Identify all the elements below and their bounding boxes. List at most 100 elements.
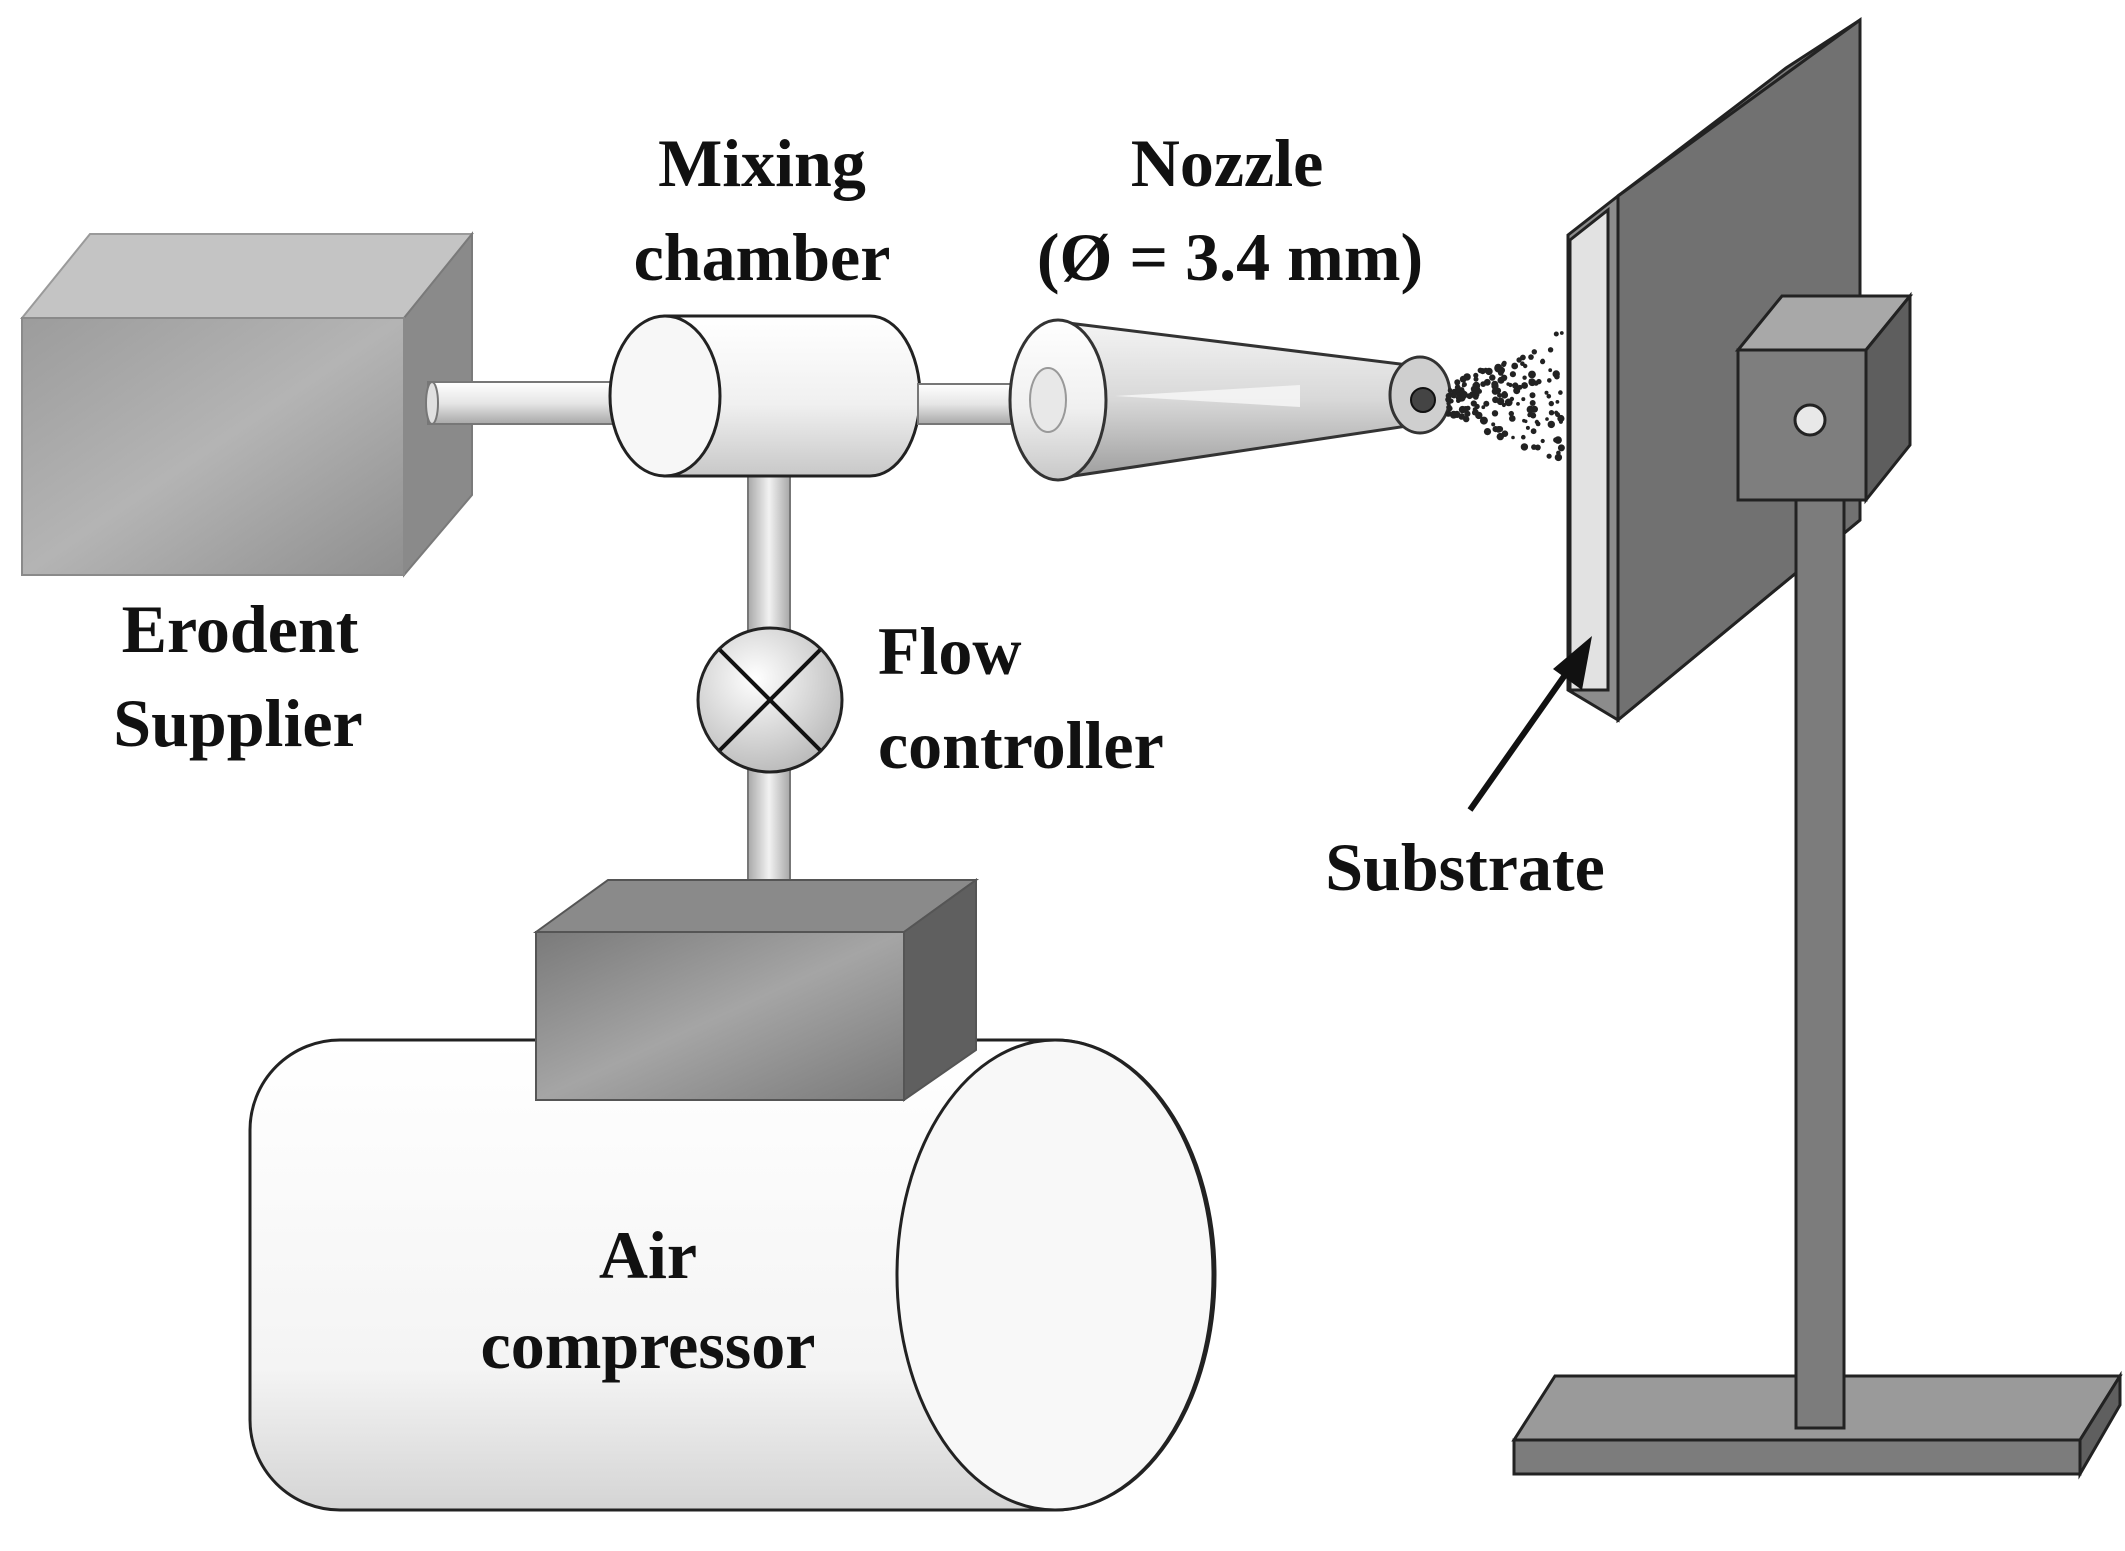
spray-particle [1511,362,1519,370]
spray-particle [1470,400,1477,407]
spray-particle [1547,347,1554,353]
spray-particle [1517,384,1523,390]
spray-particle [1472,408,1479,416]
flow-controller-valve [696,626,844,774]
air-compressor-tank [248,1038,1217,1512]
label-air-line1: Air [599,1217,697,1293]
spray-particle [1516,402,1520,406]
spray-particle [1479,416,1488,425]
spray-particle [1461,382,1467,387]
spray-particle [1497,376,1505,384]
spray-particle [1498,426,1503,431]
spray-particle [1512,382,1519,389]
substrate-arrow [1467,636,1592,812]
spray-particle [1492,426,1499,433]
spray-particle [1496,432,1505,441]
spray-particle [1534,419,1540,425]
spray-particle [1558,419,1563,424]
spray-particle [1531,444,1537,450]
spray-particle [1456,397,1461,402]
label-controller-line2: controller [878,707,1164,783]
spray-particle [1464,410,1471,417]
spray-particle [1516,357,1522,363]
spray-particle [1459,375,1467,383]
spray-particle [1540,359,1546,365]
spray-particle [1511,435,1515,440]
spray-particle [1545,417,1549,421]
spray-particle [1556,450,1561,456]
spray-particle [1459,389,1466,396]
spray-particle [1528,370,1536,379]
spray-particle [1548,410,1555,416]
spray-particle [1508,410,1515,417]
spray-particle [1494,363,1503,372]
spray-particle [1536,378,1542,385]
label-nozzle-line1: Nozzle [1131,125,1324,201]
spray-particle [1559,331,1564,335]
spray-particle [1521,382,1528,389]
spray-particle [1447,405,1453,412]
particle-spray [1445,331,1565,462]
spray-particle [1509,415,1516,422]
spray-particle [1454,413,1460,419]
spray-particle [1491,387,1499,395]
label-air-compressor: Air compressor [481,1217,816,1383]
spray-particle [1521,434,1526,440]
spray-particle [1555,400,1560,404]
spray-particle [1465,405,1471,411]
spray-particle [1447,388,1453,393]
spray-particle [1491,410,1499,417]
spray-particle [1547,378,1552,383]
spray-particle [1544,390,1549,395]
label-flow-controller: Flow controller [878,613,1164,783]
spray-particle [1528,354,1534,360]
spray-particle [1497,392,1502,398]
spray-particle [1497,370,1504,376]
spray-particle [1489,374,1496,381]
spray-particle [1491,382,1499,390]
spray-particle [1523,363,1528,369]
spray-particle [1451,388,1458,395]
spray-particle [1554,410,1559,415]
spray-particle [1521,397,1526,402]
spray-particle [1473,372,1479,378]
spray-particle [1531,405,1538,413]
spray-particle [1528,378,1533,383]
spray-particle [1458,405,1467,414]
nozzle [1008,318,1452,482]
label-supplier-line2: Supplier [113,685,362,761]
label-erodent-supplier: Erodent Supplier [113,591,362,761]
spray-particle [1554,436,1562,444]
spray-particle [1480,381,1487,387]
spray-particle [1491,422,1496,427]
spray-particle [1558,390,1563,395]
compressor-motor-box [532,878,980,1102]
spray-particle [1522,375,1527,380]
spray-particle [1520,443,1529,451]
spray-particle [1546,394,1552,399]
spray-particle [1483,400,1490,407]
label-substrate: Substrate [1325,829,1605,905]
spray-particle [1557,444,1565,452]
spray-particle [1473,376,1479,382]
label-mixing-line1: Mixing [658,125,866,201]
mixing-chamber [608,314,922,478]
spray-particle [1501,361,1507,367]
spray-particle [1509,371,1516,378]
spray-particle [1477,367,1484,374]
label-nozzle: Nozzle (Ø = 3.4 mm) [1037,125,1423,295]
label-compressor-line2: compressor [481,1307,816,1383]
spray-particle [1548,368,1553,373]
label-erodent-line1: Erodent [122,591,359,667]
spray-particle [1506,382,1510,386]
spray-particle [1445,410,1452,417]
label-nozzle-diameter: (Ø = 3.4 mm) [1037,219,1423,295]
spray-particle [1557,414,1565,423]
spray-particle [1527,412,1533,418]
spray-particle [1472,385,1481,394]
spray-particle [1445,396,1451,403]
substrate [1568,206,1610,692]
spray-particle [1552,370,1560,378]
spray-particle [1501,392,1508,399]
